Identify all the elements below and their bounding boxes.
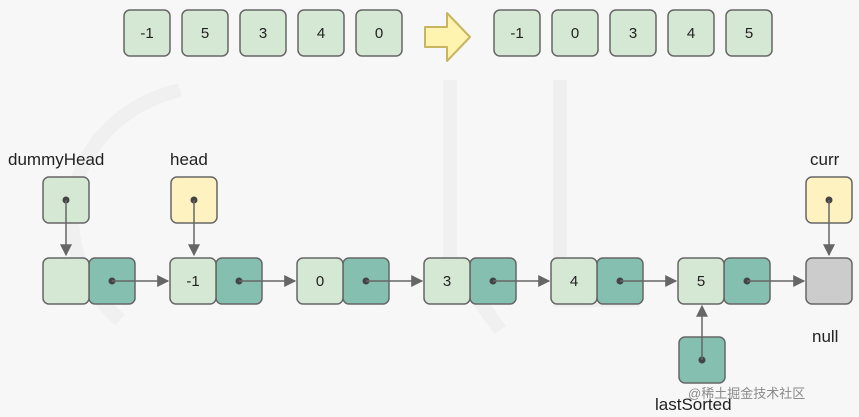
label-curr: curr xyxy=(810,150,840,169)
array-after-cell: -1 xyxy=(493,9,541,57)
array-after-value: 0 xyxy=(571,25,579,42)
watermark-text: @稀土掘金技术社区 xyxy=(688,386,805,401)
array-after-value: -1 xyxy=(510,25,523,42)
array-after-value: 4 xyxy=(687,25,695,42)
list-node-value: -1 xyxy=(186,273,199,290)
array-before-cell: 0 xyxy=(355,9,403,57)
array-before-value: 3 xyxy=(259,25,267,42)
array-after-cell: 5 xyxy=(725,9,773,57)
list-node: -1 xyxy=(169,257,297,305)
array-before-cell: -1 xyxy=(123,9,171,57)
label-dummy-head: dummyHead xyxy=(8,150,104,169)
linked-list: -1 0 3 4 5 xyxy=(42,257,806,305)
array-before: -1 5 3 4 0 xyxy=(123,9,403,57)
list-node-value: 0 xyxy=(316,273,324,290)
array-before-value: -1 xyxy=(140,25,153,42)
label-last-sorted: lastSorted xyxy=(655,395,732,414)
null-node xyxy=(805,257,853,305)
array-after-cell: 4 xyxy=(667,9,715,57)
array-before-value: 0 xyxy=(375,25,383,42)
label-head: head xyxy=(170,150,208,169)
array-after-value: 3 xyxy=(629,25,637,42)
list-node-value: 5 xyxy=(697,273,705,290)
array-after-value: 5 xyxy=(745,25,753,42)
array-before-cell: 3 xyxy=(239,9,287,57)
list-node: 5 xyxy=(677,257,806,305)
list-node xyxy=(42,257,170,305)
array-before-value: 4 xyxy=(317,25,325,42)
label-null: null xyxy=(812,327,838,346)
list-node: 3 xyxy=(423,257,551,305)
list-node: 4 xyxy=(550,257,678,305)
array-after: -1 0 3 4 5 xyxy=(493,9,773,57)
array-after-cell: 3 xyxy=(609,9,657,57)
array-before-cell: 5 xyxy=(181,9,229,57)
list-node-value: 4 xyxy=(570,273,578,290)
list-node: 0 xyxy=(296,257,424,305)
array-before-value: 5 xyxy=(201,25,209,42)
transform-arrow-icon xyxy=(424,12,471,62)
array-after-cell: 0 xyxy=(551,9,599,57)
list-node-value: 3 xyxy=(443,273,451,290)
array-before-cell: 4 xyxy=(297,9,345,57)
